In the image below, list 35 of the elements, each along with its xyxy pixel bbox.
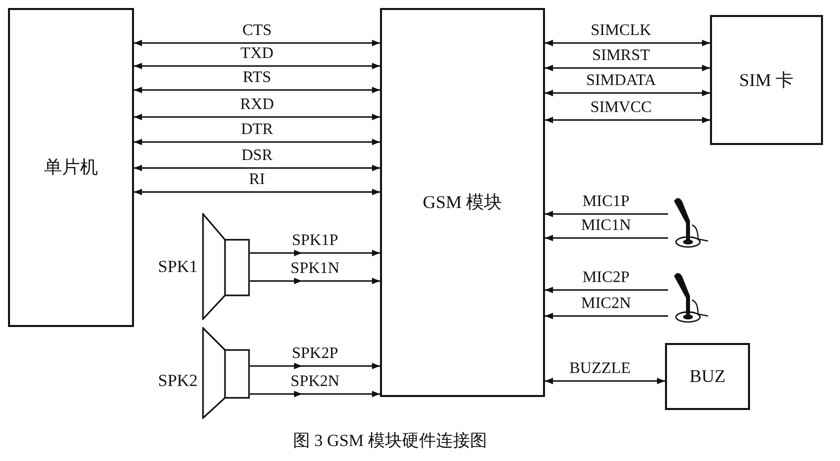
block-label: GSM 模块 — [422, 191, 502, 214]
block-label: SIM 卡 — [739, 68, 794, 92]
block-box — [380, 8, 545, 397]
signal-label: SPK1N — [288, 260, 342, 278]
signal-arrow — [250, 278, 380, 284]
block-label: 单片机 — [44, 156, 98, 179]
signal-arrow — [250, 250, 380, 256]
signal-arrow — [545, 210, 668, 218]
signal-arrow — [134, 164, 380, 172]
signal-arrow — [545, 312, 668, 320]
signal-arrow — [250, 390, 380, 398]
signal-arrow — [250, 362, 380, 370]
block-label: BUZ — [690, 365, 726, 388]
signal-arrow — [134, 62, 380, 70]
block-box — [710, 15, 823, 145]
signal-arrow — [134, 188, 380, 196]
signal-arrow — [545, 234, 668, 242]
speaker-label: SPK2 — [158, 370, 198, 392]
signal-arrow — [545, 116, 710, 124]
signal-arrow — [545, 64, 710, 72]
signal-arrow — [545, 40, 710, 46]
signal-label: SPK1P — [290, 232, 340, 250]
block-box — [665, 343, 750, 410]
speaker-label: SPK1 — [158, 256, 198, 278]
signal-arrow — [134, 138, 380, 146]
signal-label: SPK2N — [288, 373, 342, 391]
signal-arrow — [545, 378, 665, 384]
block-box — [8, 8, 134, 327]
signal-arrow — [545, 90, 710, 96]
signal-label: SPK2P — [290, 345, 340, 363]
figure-caption: 图 3 GSM 模块硬件连接图 — [292, 430, 488, 452]
signal-arrow — [134, 86, 380, 94]
signal-arrow — [545, 286, 668, 294]
signal-arrow — [134, 114, 380, 120]
signal-arrow — [134, 40, 380, 46]
